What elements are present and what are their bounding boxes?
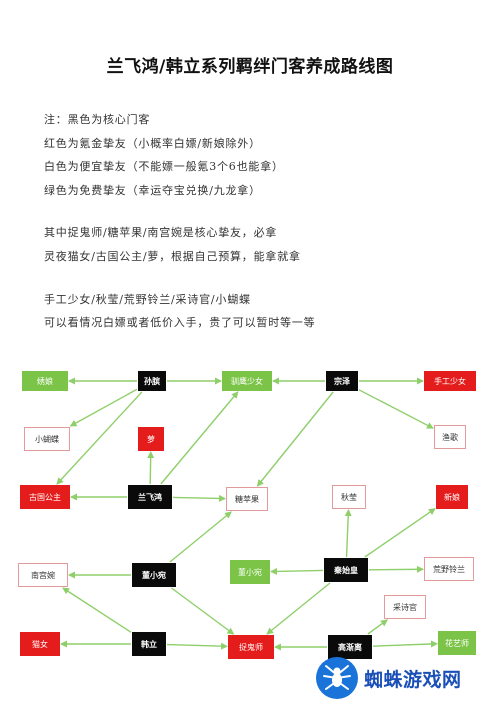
note-budget: 灵夜猫女/古国公主/萝，根据自己预算，能拿就拿	[44, 249, 301, 263]
edge-qinshihuang-to-dongxiaowan2	[270, 567, 324, 575]
site-watermark: 蜘蛛游戏网	[316, 655, 500, 700]
edge-zongze-to-tangpingguo	[256, 391, 334, 487]
node-yuge: 渔歌	[434, 425, 466, 449]
note-optional-advice: 可以看情况白嫖或者低价入手，贵了可以暂时等一等	[44, 316, 316, 330]
node-hanli: 韩立	[132, 632, 166, 656]
edge-lanfeihong-to-xunying	[160, 391, 239, 485]
spider-icon	[316, 657, 358, 699]
edge-qinshihuang-to-zhuoguishi	[266, 582, 331, 635]
edge-zongze-to-yuge	[358, 389, 434, 429]
node-dongxiaowan: 董小宛	[132, 563, 176, 587]
node-gaojianli: 高渐离	[328, 635, 372, 659]
note-optional-list: 手工少女/秋莹/荒野铃兰/采诗官/小蝴蝶	[44, 292, 251, 306]
node-zhuoguishi: 捉鬼师	[228, 635, 274, 659]
node-qinshihuang: 秦始皇	[324, 558, 368, 582]
note-red-legend: 红色为氪金挚友（小概率白嫖/新娘除外）	[44, 136, 261, 150]
edge-qinshihuang-to-huangye	[368, 565, 424, 573]
note-white-legend: 白色为便宜挚友（不能嫖一般氪3个6也能拿）	[44, 160, 284, 174]
edge-lanfeihong-to-tangpingguo	[172, 494, 226, 502]
edge-gaojianli-to-huayishi	[372, 640, 438, 648]
node-sunbin: 孙膑	[138, 371, 166, 391]
edge-dongxiaowan-to-tangpingguo	[169, 511, 232, 563]
node-xinniang: 新娘	[436, 485, 468, 509]
edges-layer	[56, 377, 438, 651]
node-huangye: 荒野铃兰	[424, 557, 474, 581]
bond-route-diagram: 绣娘 孙膑 驯鹰少女 宗泽 手工少女小蝴蝶 萝 渔歌古国公主 兰飞鸿 糖苹果 秋莹 新娘南宫婉 董小宛…	[0, 355, 500, 700]
node-lanfeihong: 兰飞鸿	[128, 485, 172, 509]
edge-hanli-to-zhuoguishi	[166, 642, 228, 650]
node-tangpingguo: 糖苹果	[226, 487, 268, 511]
node-xiaohudie: 小蝴蝶	[24, 427, 70, 451]
node-nangongwan: 南宫婉	[18, 563, 68, 587]
node-shougong: 手工少女	[424, 371, 476, 391]
note-must-have: 其中捉鬼师/糖苹果/南宫婉是核心挚友，必拿	[44, 226, 278, 240]
node-zongze: 宗泽	[326, 371, 358, 391]
node-huayishi: 花艺师	[438, 631, 476, 655]
edge-qinshihuang-to-xinniang	[364, 508, 436, 558]
edge-lanfeihong-to-luo	[147, 451, 155, 485]
note-spacer	[44, 269, 464, 288]
node-xunying: 驯鹰少女	[222, 371, 272, 391]
node-jiangniang: 绣娘	[22, 371, 68, 391]
edge-gaojianli-to-caishiguan	[367, 619, 388, 635]
node-maonv: 猫女	[20, 632, 60, 656]
notes-block: 注：黑色为核心门客 红色为氪金挚友（小概率白嫖/新娘除外） 白色为便宜挚友（不能…	[44, 108, 464, 335]
note-core-legend: 注：黑色为核心门客	[44, 113, 151, 126]
node-dongxiaowan2: 董小宛	[230, 560, 270, 584]
edge-sunbin-to-guguo	[56, 391, 143, 485]
edge-qinshihuang-to-qiuying	[344, 509, 352, 558]
note-spacer	[44, 202, 464, 221]
node-qiuying: 秋莹	[332, 485, 366, 509]
note-green-legend: 绿色为免费挚友（幸运夺宝兑换/九龙拿）	[44, 183, 261, 197]
page-title: 兰飞鸿/韩立系列羁绊门客养成路线图	[106, 57, 394, 77]
edge-hanli-to-nangongwan	[62, 587, 132, 633]
node-caishiguan: 采诗官	[384, 595, 426, 619]
node-luo: 萝	[138, 427, 164, 451]
edge-dongxiaowan-to-zhuoguishi	[171, 587, 235, 635]
node-guguo: 古国公主	[20, 485, 70, 509]
edge-sunbin-to-xiaohudie	[69, 388, 138, 427]
watermark-text: 蜘蛛游戏网	[364, 669, 462, 691]
